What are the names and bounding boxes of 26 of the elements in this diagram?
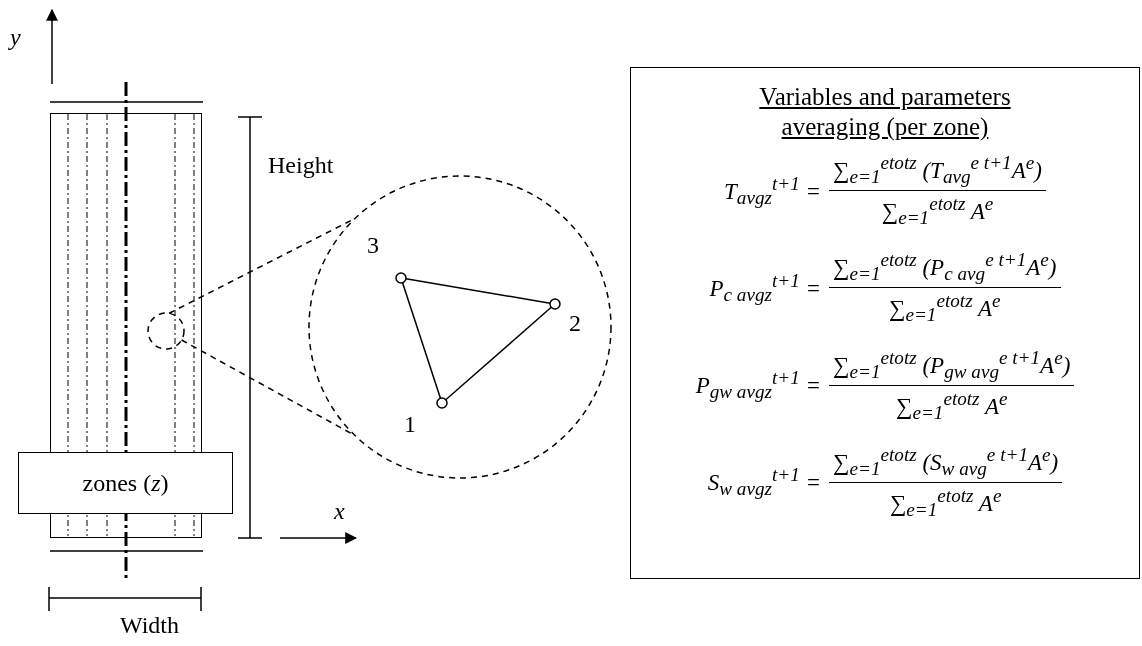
fraction-denominator: ∑$_{e=1}$$^{etotz}$ A$^{e}$ bbox=[881, 192, 994, 231]
magnifier-circle bbox=[147, 312, 185, 350]
vertex-circle bbox=[549, 298, 561, 310]
dimension-label: Width bbox=[120, 612, 180, 639]
fraction-denominator: ∑$_{e=1}$$^{etotz}$ A$^{e}$ bbox=[889, 289, 1001, 328]
triangle-edge bbox=[401, 282, 442, 399]
panel-heading: Variables and parameters averaging (per zone) bbox=[758, 82, 1012, 142]
fraction-denominator: ∑$_{e=1}$$^{etotz}$ A$^{e}$ bbox=[895, 386, 1008, 425]
fraction-denominator: ∑$_{e=1}$$^{etotz}$ A$^{e}$ bbox=[889, 483, 1002, 523]
box-label: zones (z) bbox=[82, 469, 169, 497]
fraction-numerator: ∑$_{e=1}$$^{etotz}$ (T$_{avg}$$^{e t+1}$A$^{e}$) bbox=[829, 150, 1046, 192]
zone-box bbox=[18, 452, 233, 514]
vertex-circle bbox=[436, 397, 448, 409]
fraction-numerator: ∑$_{e=1}$$^{etotz}$ (P$_{c avg}$$^{e t+1}$A$^{e}$) bbox=[829, 247, 1061, 289]
vertex-circle bbox=[395, 272, 407, 284]
vertex-number: 1 bbox=[404, 411, 416, 438]
triangle-edge bbox=[445, 306, 552, 401]
equation-panel bbox=[630, 67, 1140, 579]
axis-label: y bbox=[10, 24, 21, 51]
axis-label: x bbox=[334, 498, 345, 525]
fraction-numerator: ∑$_{e=1}$$^{etotz}$ (P$_{gw avg}$$^{e t+1}$A$^{e}$) bbox=[829, 344, 1075, 386]
fraction-numerator: ∑$_{e=1}$$^{etotz}$ (S$_{w avg}$$^{e t+1}$A$^{e}$) bbox=[829, 441, 1063, 483]
vertex-number: 3 bbox=[367, 232, 379, 259]
vertex-number: 2 bbox=[569, 310, 581, 337]
triangle-edge bbox=[405, 278, 551, 304]
dimension-label: Height bbox=[268, 152, 334, 179]
